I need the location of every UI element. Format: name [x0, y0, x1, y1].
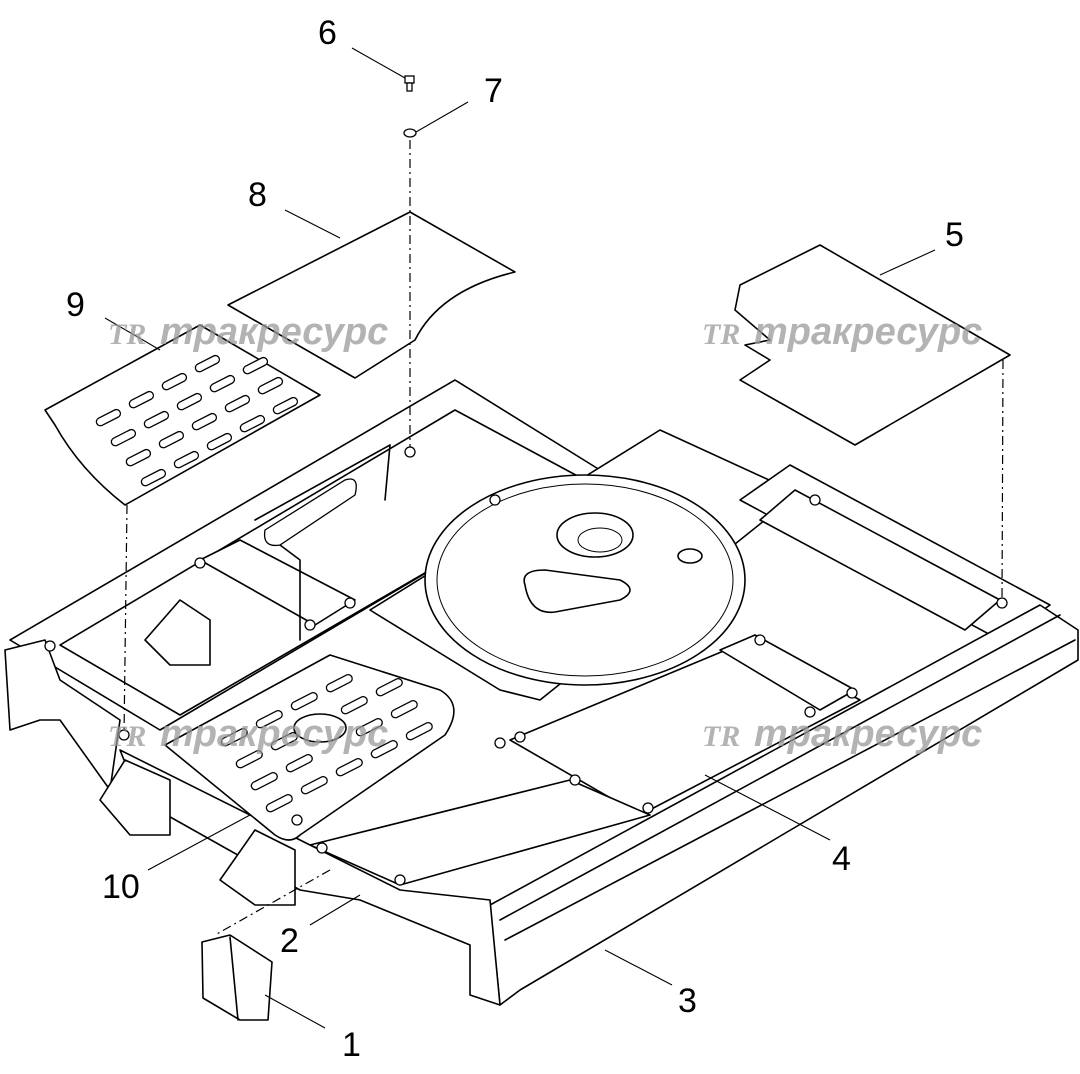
watermark-mid-right: TR тракресурс [702, 713, 982, 755]
leader-lines [104, 47, 936, 1029]
callout-10: 10 [102, 868, 140, 906]
watermark-text: тракресурс [754, 713, 982, 755]
callout-1: 1 [342, 1026, 361, 1064]
assembly-lines [123, 140, 1004, 936]
watermark-mid-left: TR тракресурс [108, 713, 388, 755]
callout-3: 3 [678, 982, 697, 1020]
callout-6: 6 [318, 14, 337, 52]
watermark-logo: TR [108, 318, 146, 351]
callout-2: 2 [280, 922, 299, 960]
watermark-logo: TR [702, 318, 740, 351]
bolt-part-6 [404, 75, 415, 92]
watermark-logo: TR [702, 720, 740, 753]
watermark-text: тракресурс [160, 713, 388, 755]
watermark-text: тракресурс [160, 311, 388, 353]
watermark-top-right: TR тракресурс [702, 311, 982, 353]
callout-7: 7 [484, 72, 503, 110]
callout-8: 8 [248, 176, 267, 214]
washer-part-7 [403, 128, 417, 138]
callout-4: 4 [832, 840, 851, 878]
callout-5: 5 [945, 216, 964, 254]
watermark-logo: TR [108, 720, 146, 753]
cover-plate-part-5 [734, 244, 1011, 446]
watermark-top-left: TR тракресурс [108, 311, 388, 353]
floor-grate-part-10 [164, 654, 455, 841]
grate-slots [220, 674, 433, 813]
slotted-cover-part-9 [44, 324, 321, 506]
bolt-markers [44, 446, 1008, 886]
end-cap-part-1 [201, 934, 273, 1021]
cover-slots [95, 354, 299, 487]
callout-9: 9 [66, 286, 85, 324]
watermark-text: тракресурс [754, 311, 982, 353]
cover-plate-part-8 [227, 211, 516, 379]
turntable-ring [424, 474, 746, 686]
callouts: 1 2 3 4 5 6 7 8 9 10 [66, 14, 964, 1064]
